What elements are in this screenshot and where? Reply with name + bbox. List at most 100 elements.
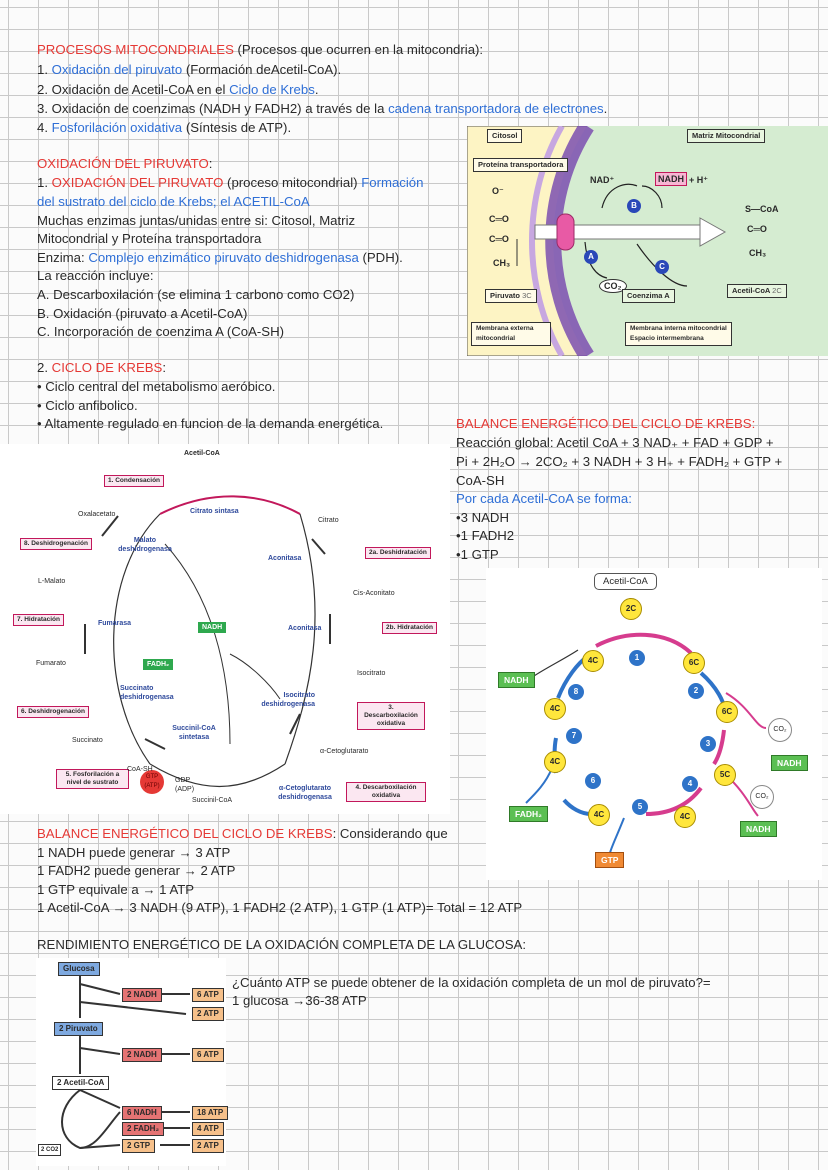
cycle-arrows [525,598,767,854]
kf-succ-desh: Succinato deshidrogenasa [120,685,174,701]
piruvato-carbons: 3C [522,291,532,300]
label-c-o-2: C═O [489,234,509,244]
intro-line-4-b: Fosforilación oxidativa [51,120,183,135]
label-ch3-right: CH₃ [749,248,767,258]
kf-gtp-text: GTP (ATP) [144,774,160,789]
cycle-nadh-r2: NADH [740,821,777,837]
kf-descarb-4: 4. Descarboxilación oxidativa [346,782,426,802]
label-membrana-interna: Membrana interna mitocondrial Espacio in… [625,322,732,346]
cycle-c4d: 4C [588,804,610,826]
gf-co2: 2 CO2 [38,1144,62,1156]
oxidacion-p4: Enzima: Complejo enzimático piruvato des… [37,248,403,267]
intro-line-1-b: Oxidación del piruvato [51,62,183,77]
kf-succinato: Succinato [72,737,103,744]
gf-atp-6: 2 ATP [192,1139,224,1153]
cycle-n6: 6 [585,773,601,789]
gf-piruvato: 2 Piruvato [54,1022,103,1036]
oxidacion-p1-d: Formación [361,175,424,190]
balance1-r2: Pi + 2H₂O → 2CO₂ + 3 NADH + 3 H₊ + FADH₂… [456,454,783,469]
krebs-bullet-3: • Altamente regulado en funcion de la de… [37,416,384,431]
balance1-f2: •1 FADH2 [456,528,515,543]
rendimiento-question: ¿Cuánto ATP se puede obtener de la oxida… [232,975,711,990]
intro-line-2-b: Ciclo de Krebs [229,82,315,97]
balance1-heading: BALANCE ENERGÉTICO DEL CICLO DE KREBS: [456,416,756,431]
cycle-acetil: Acetil-CoA [594,573,657,590]
cycle-c4c: 4C [544,751,566,773]
membrana-interna-text: Membrana interna mitocondrial [630,325,727,332]
kf-malato-desh: Malato deshidrogenasa [118,537,172,553]
intro-line-1: 1. Oxidación del piruvato (Formación deA… [37,60,341,79]
gf-atp-1: 6 ATP [192,988,224,1002]
kf-fumarasa: Fumarasa [98,620,132,627]
balance2-heading-rest: : Considerando que [332,826,448,841]
krebs-bullet-1: • Ciclo central del metabolismo aeróbico… [37,379,276,394]
gf-gtp: 2 GTP [122,1139,156,1153]
oxidacion-p4-b: Complejo enzimático piruvato deshidrogen… [88,250,359,265]
krebs-cycle-diagram [84,495,331,787]
cycle-c5: 5C [714,764,736,786]
label-nadh: NADH [655,172,687,186]
oxidacion-p7: B. Oxidación (piruvato a Acetil-CoA) [37,306,248,321]
label-c-o-1: C═O [489,214,509,224]
rendimiento-answer: 1 glucosa →36-38 ATP [232,993,367,1008]
cycle-nadh-r1: NADH [771,755,808,771]
intro-heading: PROCESOS MITOCONDRIALES (Procesos que oc… [37,40,483,59]
kf-aconitasa-2: Aconitasa [288,625,322,632]
cycle-n4: 4 [682,776,698,792]
cycle-n5: 5 [632,799,648,815]
intro-line-4-c: (Síntesis de ATP). [182,120,292,135]
gf-atp-3: 6 ATP [192,1048,224,1062]
gf-nadh-3: 6 NADH [122,1106,162,1120]
intro-line-1-a: 1. [37,62,52,77]
kf-deshid-6: 6. Deshidrogenación [17,706,89,718]
cycle-c6b: 6C [716,701,738,723]
krebs-heading-c: : [162,360,167,375]
kf-fosfo-5: 5. Fosforilación a nivel de sustrato [56,769,129,789]
label-o-minus: O⁻ [492,186,504,196]
intro-line-3-b: cadena transportadora de electrones [388,101,604,116]
label-scoa: S—CoA [745,204,779,214]
intro-line-2-a: 2. Oxidación de Acetil-CoA en el [37,82,230,97]
oxidacion-p8: C. Incorporación de coenzima A (CoA-SH) [37,324,285,339]
intro-line-2: 2. Oxidación de Acetil-CoA en el Ciclo d… [37,80,319,99]
intro-line-1-c: (Formación deAcetil-CoA). [182,62,342,77]
oxidacion-heading: OXIDACIÓN DEL PIRUVATO: [37,154,212,173]
oxidacion-p3: Mitocondrial y Proteína transportadora [37,231,262,246]
label-nad: NAD⁺ [590,175,615,185]
gf-nadh-2: 2 NADH [122,1048,162,1062]
cycle-figure: Acetil-CoA 2C 4C 1 6C 8 2 4C 6C 7 3 4C 5… [486,568,822,880]
kf-isocitrato: Isocitrato [357,670,386,677]
gf-acetil: 2 Acetil-CoA [52,1076,110,1090]
intro-heading-red: PROCESOS MITOCONDRIALES [37,42,234,57]
cycle-c6a: 6C [683,652,705,674]
piruvato-text: Piruvato [490,291,521,300]
label-h: + H⁺ [689,175,709,185]
label-membrana-externa: Membrana externa mitocondrial [471,322,551,346]
kf-aconitasa-1: Aconitasa [268,555,302,562]
krebs-heading-b: CICLO DE KREBS [51,360,163,375]
cycle-gtp: GTP [595,852,625,868]
balance2-l3: 1 GTP equivale a → 1 ATP [37,882,195,897]
intro-line-4: 4. Fosforilación oxidativa (Síntesis de … [37,118,291,137]
cycle-n3: 3 [700,736,716,752]
oxidacion-p6: A. Descarboxilación (se elimina 1 carbon… [37,287,355,302]
label-piruvato: Piruvato 3C [485,289,537,303]
balance2-l1: 1 NADH puede generar → 3 ATP [37,845,231,860]
oxidacion-p4-c: (PDH). [358,250,403,265]
cycle-c2: 2C [620,598,642,620]
step-a-icon: A [584,250,598,264]
balance2-l4: 1 Acetil-CoA → 3 NADH (9 ATP), 1 FADH2 (… [37,900,523,915]
kf-condensacion: 1. Condensación [104,475,165,487]
kf-coash: CoA-SH [127,766,153,773]
acetil-carbons: 2C [772,286,782,295]
balance1-f3: •1 GTP [456,547,499,562]
cycle-c4e: 4C [674,806,696,828]
kf-deshid-2a: 2a. Deshidratación [365,547,431,559]
acetil-text: Acetil-CoA [732,286,771,295]
intro-line-3: 3. Oxidación de coenzimas (NADH y FADH2)… [37,99,607,118]
cycle-nadh-left: NADH [498,672,535,688]
cycle-c4b: 4C [544,698,566,720]
cycle-n8: 8 [568,684,584,700]
rendimiento-heading: RENDIMIENTO ENERGÉTICO DE LA OXIDACIÓN C… [37,937,527,952]
krebs-bullet-2: • Ciclo anfibolico. [37,398,138,413]
